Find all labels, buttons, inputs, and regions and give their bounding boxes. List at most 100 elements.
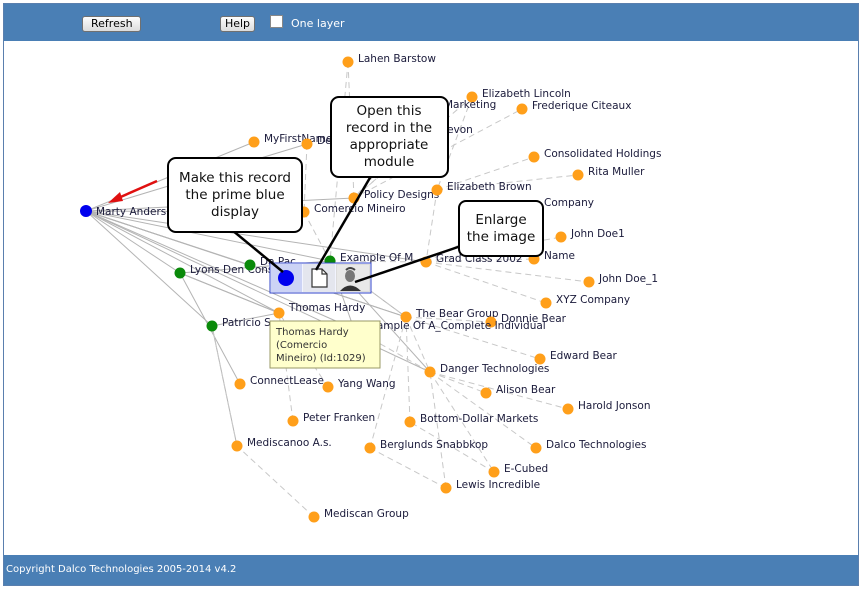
one-layer-checkbox[interactable]	[270, 15, 283, 28]
graph-node[interactable]: Policy Designs	[348, 189, 440, 204]
node-label[interactable]: Rita Muller	[588, 166, 645, 178]
node-dot[interactable]	[287, 415, 299, 427]
node-label[interactable]: Mediscanoo A.s.	[247, 437, 332, 449]
node-label[interactable]: Berglunds Snabbkop	[380, 439, 488, 451]
enlarge-image-button[interactable]	[336, 264, 370, 292]
node-dot[interactable]	[488, 466, 500, 478]
graph-node[interactable]: Donnie Bear	[485, 313, 567, 328]
node-label[interactable]: Company	[544, 197, 594, 209]
help-button[interactable]: Help	[220, 16, 255, 32]
open-record-button[interactable]	[303, 264, 335, 292]
graph-node[interactable]: Lewis Incredible	[440, 479, 541, 494]
node-label[interactable]: Example Of A_Complete Individual	[364, 320, 546, 332]
node-label[interactable]: Alison Bear	[496, 384, 556, 396]
make-prime-button[interactable]	[271, 264, 302, 292]
graph-node[interactable]: Lahen Barstow	[342, 53, 437, 68]
node-dot[interactable]	[530, 442, 542, 454]
graph-node[interactable]: Alison Bear	[480, 384, 557, 399]
node-label[interactable]: ConnectLease	[250, 375, 324, 387]
node-dot[interactable]	[440, 482, 452, 494]
node-dot[interactable]	[80, 205, 92, 217]
node-label[interactable]: Harold Jonson	[578, 400, 651, 412]
graph-node[interactable]: Peter Franken	[287, 412, 376, 427]
graph-node[interactable]: Elizabeth Lincoln	[466, 88, 571, 103]
graph-node[interactable]: Frederique Citeaux	[516, 100, 632, 115]
node-label[interactable]: The Bear Group	[415, 308, 499, 320]
node-label[interactable]: Elizabeth Brown	[447, 181, 532, 193]
node-dot[interactable]	[572, 169, 584, 181]
node-dot[interactable]	[555, 231, 567, 243]
node-dot[interactable]	[308, 511, 320, 523]
graph-node[interactable]: The Bear Group	[400, 308, 499, 323]
node-label[interactable]: John Doe1	[570, 228, 625, 240]
node-label[interactable]: Bottom-Dollar Markets	[420, 413, 538, 425]
node-dot[interactable]	[466, 91, 478, 103]
graph-node[interactable]: John Doe_1	[583, 273, 659, 288]
graph-node[interactable]: Yang Wang	[322, 378, 396, 393]
node-label[interactable]: Danger Technologies	[440, 363, 549, 375]
node-label[interactable]: Yang Wang	[337, 378, 396, 390]
node-dot[interactable]	[273, 307, 285, 319]
node-label[interactable]: Patricio S	[222, 317, 271, 329]
node-dot[interactable]	[244, 259, 256, 271]
graph-node[interactable]: Edward Bear	[534, 350, 618, 365]
node-dot[interactable]	[364, 442, 376, 454]
graph-node[interactable]: XYZ Company	[540, 294, 631, 309]
node-dot[interactable]	[540, 297, 552, 309]
node-label[interactable]: Consolidated Holdings	[544, 148, 661, 160]
node-dot[interactable]	[424, 366, 436, 378]
node-label[interactable]: Thomas Hardy	[288, 302, 365, 314]
graph-node[interactable]: Consolidated Holdings	[528, 148, 662, 163]
graph-node[interactable]: Rita Muller	[572, 166, 646, 181]
node-label[interactable]: XYZ Company	[556, 294, 630, 306]
node-label[interactable]: Elizabeth Lincoln	[482, 88, 571, 100]
node-label[interactable]: E-Cubed	[504, 463, 548, 475]
graph-node[interactable]: John Doe1	[555, 228, 625, 243]
graph-node[interactable]: Patricio S	[206, 317, 272, 332]
node-dot[interactable]	[248, 136, 260, 148]
node-dot[interactable]	[322, 381, 334, 393]
node-dot[interactable]	[301, 138, 313, 150]
node-dot[interactable]	[516, 103, 528, 115]
graph-node[interactable]: E-Cubed	[488, 463, 549, 478]
node-dot[interactable]	[562, 403, 574, 415]
node-dot[interactable]	[485, 316, 497, 328]
node-label[interactable]: Name	[544, 250, 575, 262]
node-dot[interactable]	[231, 440, 243, 452]
node-dot[interactable]	[342, 56, 354, 68]
node-label[interactable]: John Doe_1	[598, 273, 658, 285]
node-dot[interactable]	[480, 387, 492, 399]
node-dot[interactable]	[234, 378, 246, 390]
refresh-button[interactable]: Refresh	[82, 16, 141, 32]
node-label[interactable]: Edward Bear	[550, 350, 618, 362]
node-label[interactable]: Comercio Mineiro	[314, 203, 406, 215]
node-label[interactable]: Lewis Incredible	[456, 479, 540, 491]
node-dot[interactable]	[400, 311, 412, 323]
graph-node[interactable]: Bottom-Dollar Markets	[404, 413, 539, 428]
node-dot[interactable]	[174, 267, 186, 279]
graph-node[interactable]: MyFirstName	[248, 133, 333, 148]
graph-node[interactable]: Elizabeth Brown	[431, 181, 532, 196]
node-label[interactable]: MyFirstName	[264, 133, 332, 145]
node-label[interactable]: Policy Designs	[364, 189, 439, 201]
graph-node[interactable]: Berglunds Snabbkop	[364, 439, 489, 454]
node-label[interactable]: Frederique Citeaux	[532, 100, 631, 112]
node-dot[interactable]	[431, 184, 443, 196]
node-label[interactable]: Marty Anders	[96, 206, 166, 218]
node-label[interactable]: Mediscan Group	[324, 508, 409, 520]
node-label[interactable]: Lahen Barstow	[358, 53, 436, 65]
graph-node[interactable]: Mediscanoo A.s.	[231, 437, 332, 452]
graph-node[interactable]: Thomas Hardy	[273, 302, 366, 319]
graph-node[interactable]: Mediscan Group	[308, 508, 410, 523]
node-label[interactable]: Donnie Bear	[501, 313, 567, 325]
graph-node[interactable]: Danger Technologies	[424, 363, 550, 378]
node-dot[interactable]	[583, 276, 595, 288]
node-dot[interactable]	[404, 416, 416, 428]
graph-node[interactable]: ConnectLease	[234, 375, 324, 390]
node-label[interactable]: Dalco Technologies	[546, 439, 646, 451]
graph-node[interactable]: Dalco Technologies	[530, 439, 647, 454]
node-label[interactable]: Marketing	[444, 99, 496, 111]
node-dot[interactable]	[206, 320, 218, 332]
node-dot[interactable]	[528, 151, 540, 163]
node-dot[interactable]	[534, 353, 546, 365]
